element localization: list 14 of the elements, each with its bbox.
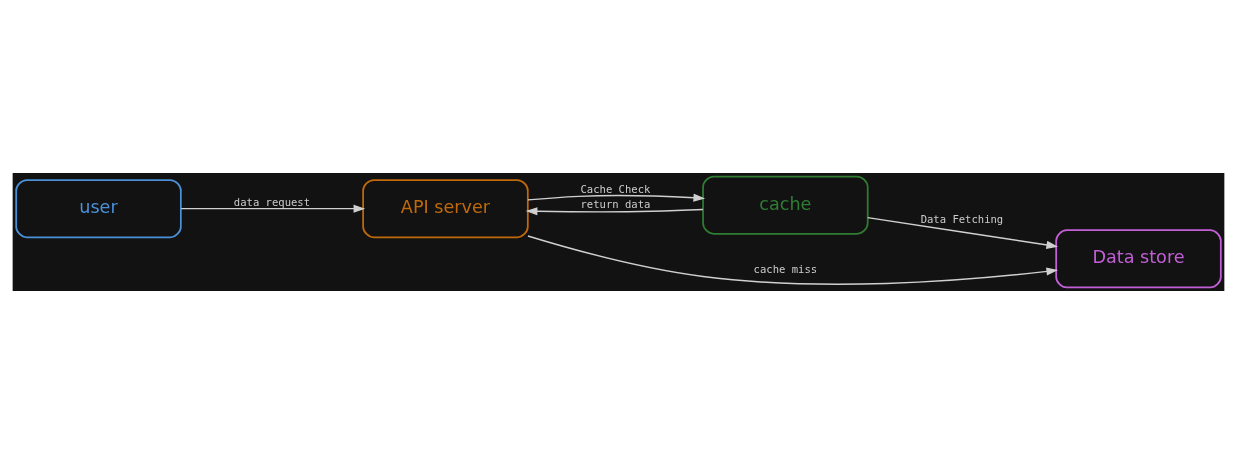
arrow [867, 216, 1059, 249]
arrow [525, 207, 704, 216]
node-box: Data store [1055, 229, 1222, 289]
arrow [527, 235, 1059, 285]
arrow [527, 193, 706, 202]
node-box: cache [702, 175, 869, 235]
arrow [180, 204, 366, 213]
edge-label: Data Fetching [920, 213, 1004, 226]
node-box: user [15, 179, 182, 239]
edge-label: Cache Check [580, 183, 651, 196]
edge-label: return data [580, 198, 651, 211]
edge-label: data request [233, 195, 311, 208]
edge-label: cache miss [753, 263, 818, 276]
node-box: API server [362, 179, 529, 239]
